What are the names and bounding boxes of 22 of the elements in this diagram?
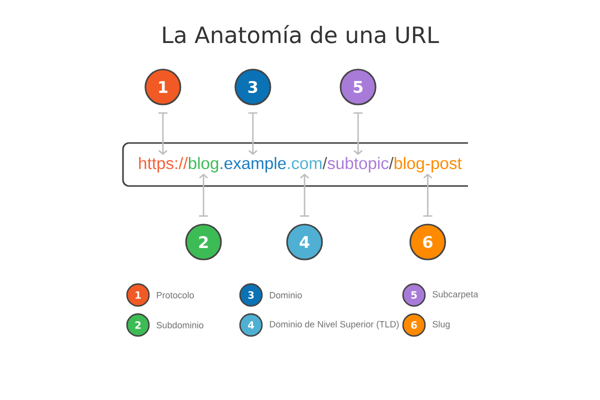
url-bar <box>122 142 468 187</box>
url-text: .example <box>220 156 286 172</box>
url-text: subtopic <box>328 156 389 172</box>
arrow <box>158 112 168 155</box>
url-text: blog-post <box>394 156 462 172</box>
url-text: / <box>322 156 328 170</box>
node-label: Slug <box>432 320 450 330</box>
url-text: blog <box>188 156 218 172</box>
url-text: https:// <box>139 156 188 172</box>
node-label: Dominio de Nivel Superior (TLD) <box>270 320 399 330</box>
arrow <box>199 174 208 217</box>
node-label: Dominio <box>270 292 302 298</box>
node-label: Subdominio <box>156 322 204 328</box>
arrow <box>354 112 363 155</box>
arrow <box>248 112 258 155</box>
node-label: Subcarpeta <box>432 290 478 300</box>
arrow <box>300 174 310 217</box>
url-text: / <box>388 156 394 170</box>
url-text: .com <box>288 160 322 170</box>
title: La Anatomía de una URL <box>163 25 439 44</box>
node-label: Protocolo <box>156 292 194 298</box>
arrow <box>423 174 432 217</box>
